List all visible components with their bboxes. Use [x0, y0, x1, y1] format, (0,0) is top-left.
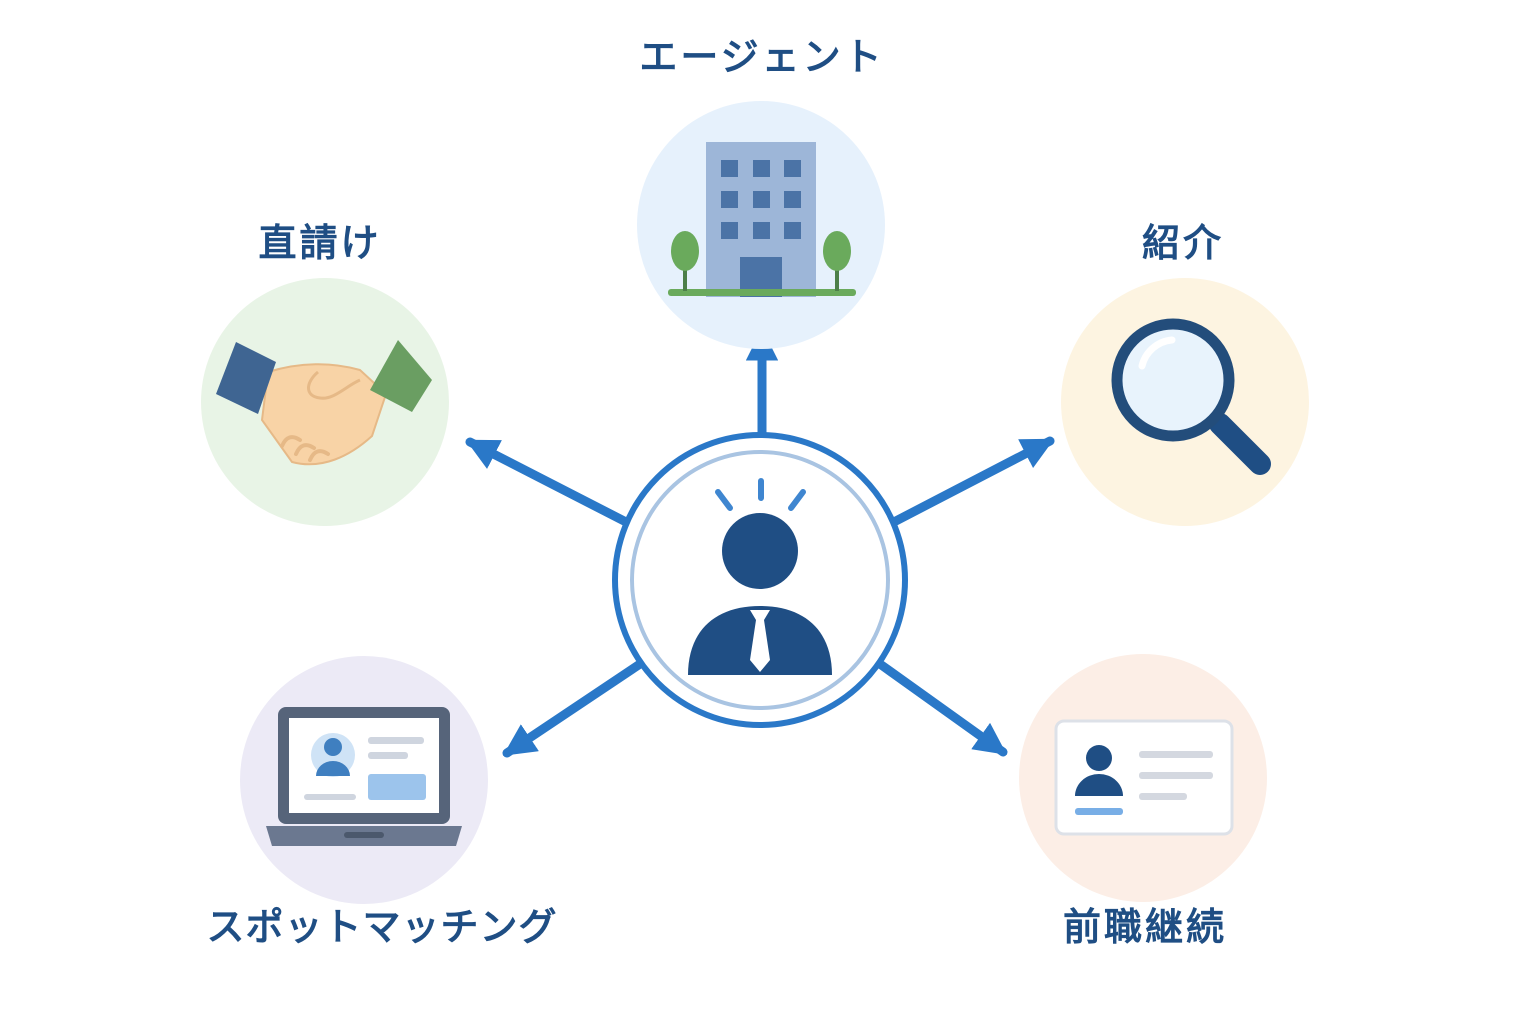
label-agent: エージェント [639, 35, 885, 79]
arrow-to-direct [465, 437, 633, 528]
profile-card-icon [1054, 719, 1234, 836]
handshake-icon [216, 340, 432, 466]
laptop-profile-icon [266, 707, 462, 846]
magnifier-icon [1111, 318, 1271, 475]
node-agent [637, 101, 885, 349]
label-spot: スポットマッチング [206, 905, 558, 949]
office-building-icon [668, 142, 856, 297]
connector-arrows [465, 328, 1055, 758]
person-icon [688, 478, 832, 675]
arrow-to-intro [887, 436, 1055, 528]
node-spot [240, 656, 488, 904]
arrow-to-spot [502, 659, 645, 758]
label-intro: 紹介 [1141, 221, 1225, 265]
center-person-node [612, 432, 908, 728]
node-former [1019, 654, 1267, 902]
arrow-to-former [875, 659, 1008, 757]
label-direct: 直請け [258, 221, 382, 265]
node-intro [1061, 278, 1309, 526]
node-direct [201, 278, 449, 526]
center-inner-ring [630, 450, 890, 710]
label-former: 前職継続 [1062, 905, 1228, 949]
